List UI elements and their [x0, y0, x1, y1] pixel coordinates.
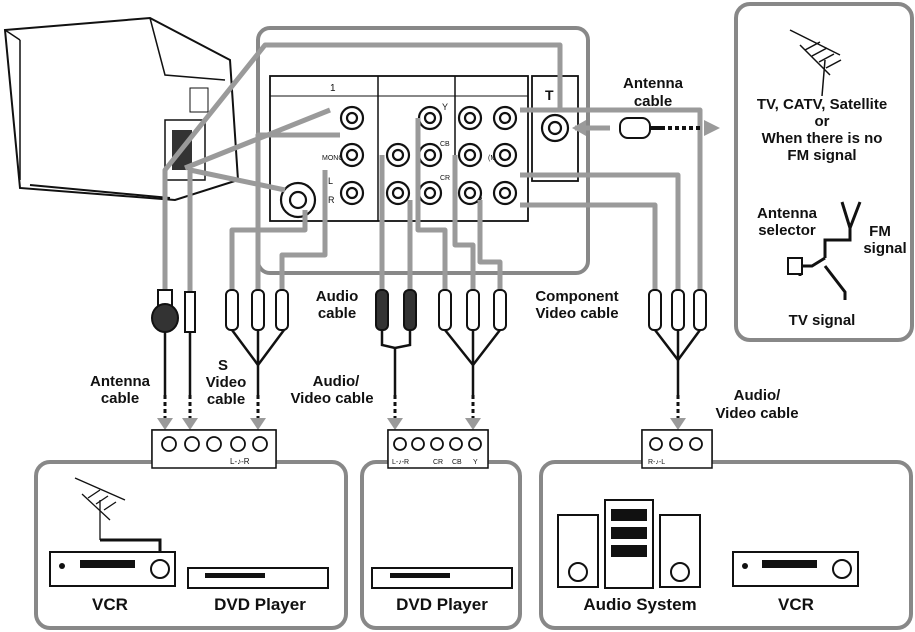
tv-source-line-4: FM signal — [787, 147, 856, 164]
component-cable-label-2: Video cable — [535, 305, 618, 322]
mid-panel-audio-label-top: L-♪-R — [392, 459, 409, 466]
fm-signal-label-2: signal — [863, 240, 906, 257]
signal-info-box: TV, CATV, Satellite or When there is no … — [734, 2, 914, 342]
tv-source-line-1: TV, CATV, Satellite — [757, 96, 887, 113]
s-video-label-3: cable — [207, 391, 245, 408]
audio-system-label: Audio System — [583, 595, 696, 614]
plugs — [151, 289, 707, 333]
antenna-selector-label-2: selector — [758, 222, 816, 239]
vcr-left-device — [49, 477, 176, 587]
l-label-left: L — [328, 176, 333, 186]
cb-label: CB — [440, 141, 450, 148]
component-cable-label-1: Component — [535, 288, 618, 305]
mono-label-left: MONO — [322, 155, 344, 162]
fm-signal-label-1: FM — [869, 223, 891, 240]
panel-jacks — [279, 105, 570, 219]
antenna-selector-label-1: Antenna — [757, 205, 818, 222]
mid-panel-cr-label-top: CR — [433, 459, 443, 466]
antenna-cable-label-top-1: Antenna — [623, 75, 684, 92]
mid-panel-y-label-top: Y — [473, 459, 478, 466]
antenna-cable-label-left-1: Antenna — [90, 373, 151, 390]
jack-circles-redraw — [161, 436, 703, 452]
tv-signal-label: TV signal — [789, 312, 856, 329]
input-group-label: 1 — [330, 83, 336, 94]
antenna-cable-label-left-2: cable — [101, 390, 139, 407]
av-cable-mid-label-1: Audio/ — [313, 373, 360, 390]
right-panel-audio-label-top: R-♪-L — [648, 459, 665, 466]
dvd-mid-device — [371, 567, 513, 589]
tv-source-line-3: When there is no — [762, 130, 883, 147]
dvd-left-label: DVD Player — [214, 595, 306, 614]
cr-label: CR — [440, 175, 450, 182]
s-video-label-2: Video — [206, 374, 247, 391]
av-cable-right-label-2: Video cable — [715, 405, 798, 422]
r-label-left: R — [328, 195, 335, 205]
dvd-left-device — [187, 567, 329, 589]
y-label: Y — [442, 102, 448, 112]
dvd-mid-label: DVD Player — [396, 595, 488, 614]
s-video-label-1: S — [218, 357, 228, 374]
av-cable-right-label-1: Audio/ — [734, 387, 781, 404]
tv-source-line-2: or — [815, 113, 830, 130]
audio-cable-label-1: Audio — [316, 288, 359, 305]
cable-bundles — [163, 329, 702, 395]
cable-runs — [162, 42, 703, 300]
dotted-links — [163, 395, 680, 418]
vcr-right-device — [732, 551, 859, 587]
vcr-left-label: VCR — [92, 595, 128, 614]
down-arrows — [157, 418, 686, 430]
left-panel-audio-label-top: L-♪-R — [230, 457, 250, 466]
audio-system-device — [557, 499, 701, 589]
antenna-selector-icon — [787, 201, 862, 300]
antenna-symbol: T — [545, 87, 554, 103]
av-cable-mid-label-2: Video cable — [290, 390, 373, 407]
antenna-icon-top — [789, 29, 842, 97]
vcr-right-label: VCR — [778, 595, 814, 614]
mid-panel-cb-label-top: CB — [452, 459, 462, 466]
antenna-cable-top — [572, 117, 720, 139]
antenna-cable-label-top-2: cable — [634, 93, 672, 110]
antenna-icon-vcr — [74, 477, 126, 540]
audio-cable-label-2: cable — [318, 305, 356, 322]
